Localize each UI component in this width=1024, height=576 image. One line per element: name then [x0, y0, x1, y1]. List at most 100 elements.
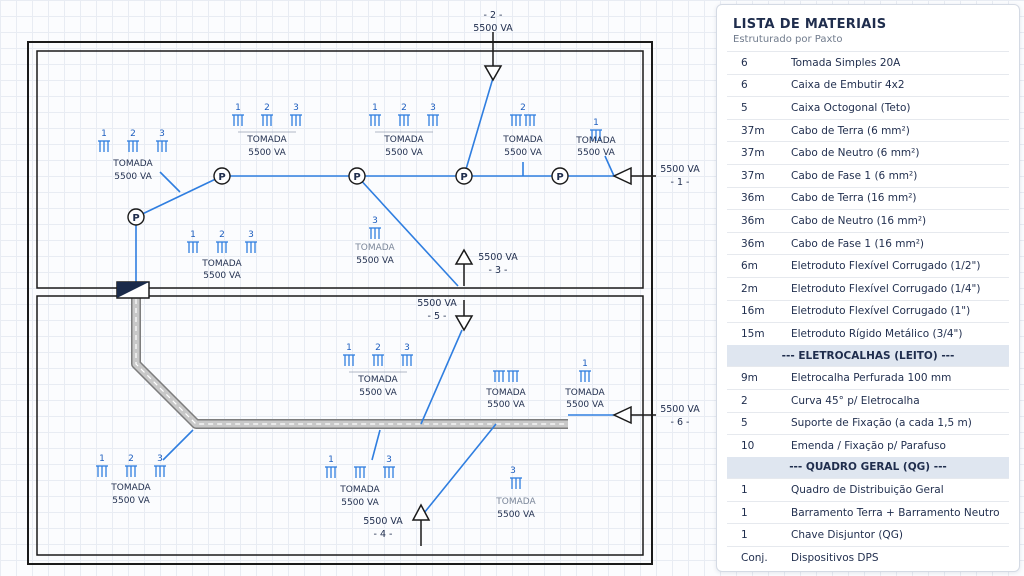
arrow-circuit-6 [612, 405, 632, 425]
svg-text:2: 2 [520, 103, 526, 113]
svg-text:5500 VA: 5500 VA [363, 516, 403, 527]
outlet-group: 1 2 3 TOMADA 5500 VA [343, 343, 413, 398]
svg-text:5500 VA: 5500 VA [473, 23, 513, 34]
svg-text:5500 VA: 5500 VA [114, 172, 152, 182]
svg-text:1: 1 [235, 103, 241, 113]
svg-text:5500 VA: 5500 VA [497, 510, 535, 520]
outlet-group: 2 TOMADA 5500 VA [502, 103, 543, 158]
svg-text:5500 VA: 5500 VA [248, 148, 286, 158]
svg-text:TOMADA: TOMADA [575, 136, 616, 146]
svg-text:TOMADA: TOMADA [246, 135, 287, 145]
svg-text:TOMADA: TOMADA [112, 159, 153, 169]
item-qty: 36m [741, 214, 765, 227]
item-qty: 16m [741, 305, 765, 318]
svg-text:1: 1 [372, 103, 378, 113]
materials-list-panel: LISTA DE MATERIAIS Estruturado por Paxto… [716, 4, 1020, 572]
svg-text:5500 VA: 5500 VA [203, 271, 241, 281]
item-qty: 2m [741, 282, 758, 295]
item-qty: 37m [741, 169, 765, 182]
section-header-qg: --- QUADRO GERAL (QG) --- [727, 456, 1009, 479]
item-desc: Caixa de Embutir 4x2 [791, 79, 905, 92]
svg-text:- 3 -: - 3 - [489, 265, 508, 276]
list-item: 15m Eletroduto Rígido Metálico (3/4") [727, 322, 1009, 345]
item-qty: 5 [741, 101, 748, 114]
list-item: 10 Emenda / Fixação p/ Parafuso [727, 434, 1009, 457]
building-walls [27, 41, 653, 565]
svg-text:- 1 -: - 1 - [671, 177, 690, 188]
item-desc: Cabo de Neutro (6 mm²) [791, 147, 920, 160]
item-qty: 10 [741, 439, 755, 452]
arrow-circuit-2 [483, 65, 503, 82]
svg-text:3: 3 [157, 454, 163, 464]
outlet-group: 3 TOMADA 5500 VA [495, 466, 536, 520]
distribution-board [116, 281, 150, 299]
item-desc: Cabo de Terra (6 mm²) [791, 124, 910, 137]
svg-text:3: 3 [386, 455, 392, 465]
svg-text:1: 1 [190, 230, 196, 240]
svg-text:- 4 -: - 4 - [374, 529, 393, 540]
outlet-group: 1 2 3 TOMADA 5500 VA [98, 129, 168, 182]
item-desc: Eletroduto Rígido Metálico (3/4") [791, 327, 963, 340]
item-desc: Barramento Terra + Barramento Neutro [791, 506, 1000, 519]
svg-text:3: 3 [430, 103, 436, 113]
svg-text:5500 VA: 5500 VA [660, 404, 700, 415]
item-desc: Curva 45° p/ Eletrocalha [791, 394, 920, 407]
item-qty: 1 [741, 484, 748, 497]
svg-text:1: 1 [328, 455, 334, 465]
junction-point: P [455, 167, 473, 185]
svg-text:2: 2 [219, 230, 225, 240]
arrow-circuit-3 [454, 248, 474, 265]
outlet-group: 1 TOMADA 5500 VA [575, 118, 616, 158]
svg-text:3: 3 [293, 103, 299, 113]
svg-text:5500 VA: 5500 VA [577, 148, 615, 158]
svg-text:2: 2 [375, 343, 381, 353]
item-qty: 6 [741, 79, 748, 92]
item-desc: Chave Disjuntor (QG) [791, 529, 903, 542]
svg-text:3: 3 [372, 216, 378, 226]
item-qty: 36m [741, 192, 765, 205]
item-qty: 15m [741, 327, 765, 340]
svg-text:5500 VA: 5500 VA [112, 496, 150, 506]
junction-point: P [348, 167, 366, 185]
item-qty: Conj. [741, 551, 768, 564]
item-desc: Eletrocalha Perfurada 100 mm [791, 372, 952, 385]
junction-point: P [127, 208, 145, 226]
item-qty: 6m [741, 260, 758, 273]
outlet-group: 1 2 3 TOMADA 5500 VA [232, 103, 302, 158]
item-qty: 6 [741, 56, 748, 69]
svg-text:TOMADA: TOMADA [339, 485, 380, 495]
outlet-group: 3 TOMADA 5500 VA [354, 216, 395, 266]
panel-title: LISTA DE MATERIAIS [733, 17, 887, 32]
svg-text:1: 1 [582, 359, 588, 369]
svg-text:TOMADA: TOMADA [357, 375, 398, 385]
junction-point: P [551, 167, 569, 185]
svg-text:TOMADA: TOMADA [201, 259, 242, 269]
item-desc: Emenda / Fixação p/ Parafuso [791, 439, 946, 452]
svg-text:3: 3 [510, 466, 516, 476]
svg-text:5500 VA: 5500 VA [478, 252, 518, 263]
svg-text:5500 VA: 5500 VA [417, 298, 457, 309]
circuit-labels: - 2 - 5500 VA 5500 VA - 1 - 5500 VA - 3 … [363, 10, 700, 540]
outlet-group: 1 TOMADA 5500 VA [564, 359, 605, 410]
junction-points: P P P P P [127, 167, 569, 226]
svg-text:2: 2 [130, 129, 136, 139]
svg-text:TOMADA: TOMADA [354, 243, 395, 253]
outlet-group: 1 2 3 TOMADA 5500 VA [369, 103, 439, 158]
item-qty: 37m [741, 124, 765, 137]
svg-text:1: 1 [99, 454, 105, 464]
item-qty: 9m [741, 372, 758, 385]
svg-text:TOMADA: TOMADA [383, 135, 424, 145]
item-desc: Cabo de Fase 1 (6 mm²) [791, 169, 918, 182]
svg-text:5500 VA: 5500 VA [504, 148, 542, 158]
svg-text:5500 VA: 5500 VA [359, 388, 397, 398]
svg-text:P: P [460, 172, 467, 183]
item-desc: Eletroduto Flexível Corrugado (1") [791, 305, 971, 318]
